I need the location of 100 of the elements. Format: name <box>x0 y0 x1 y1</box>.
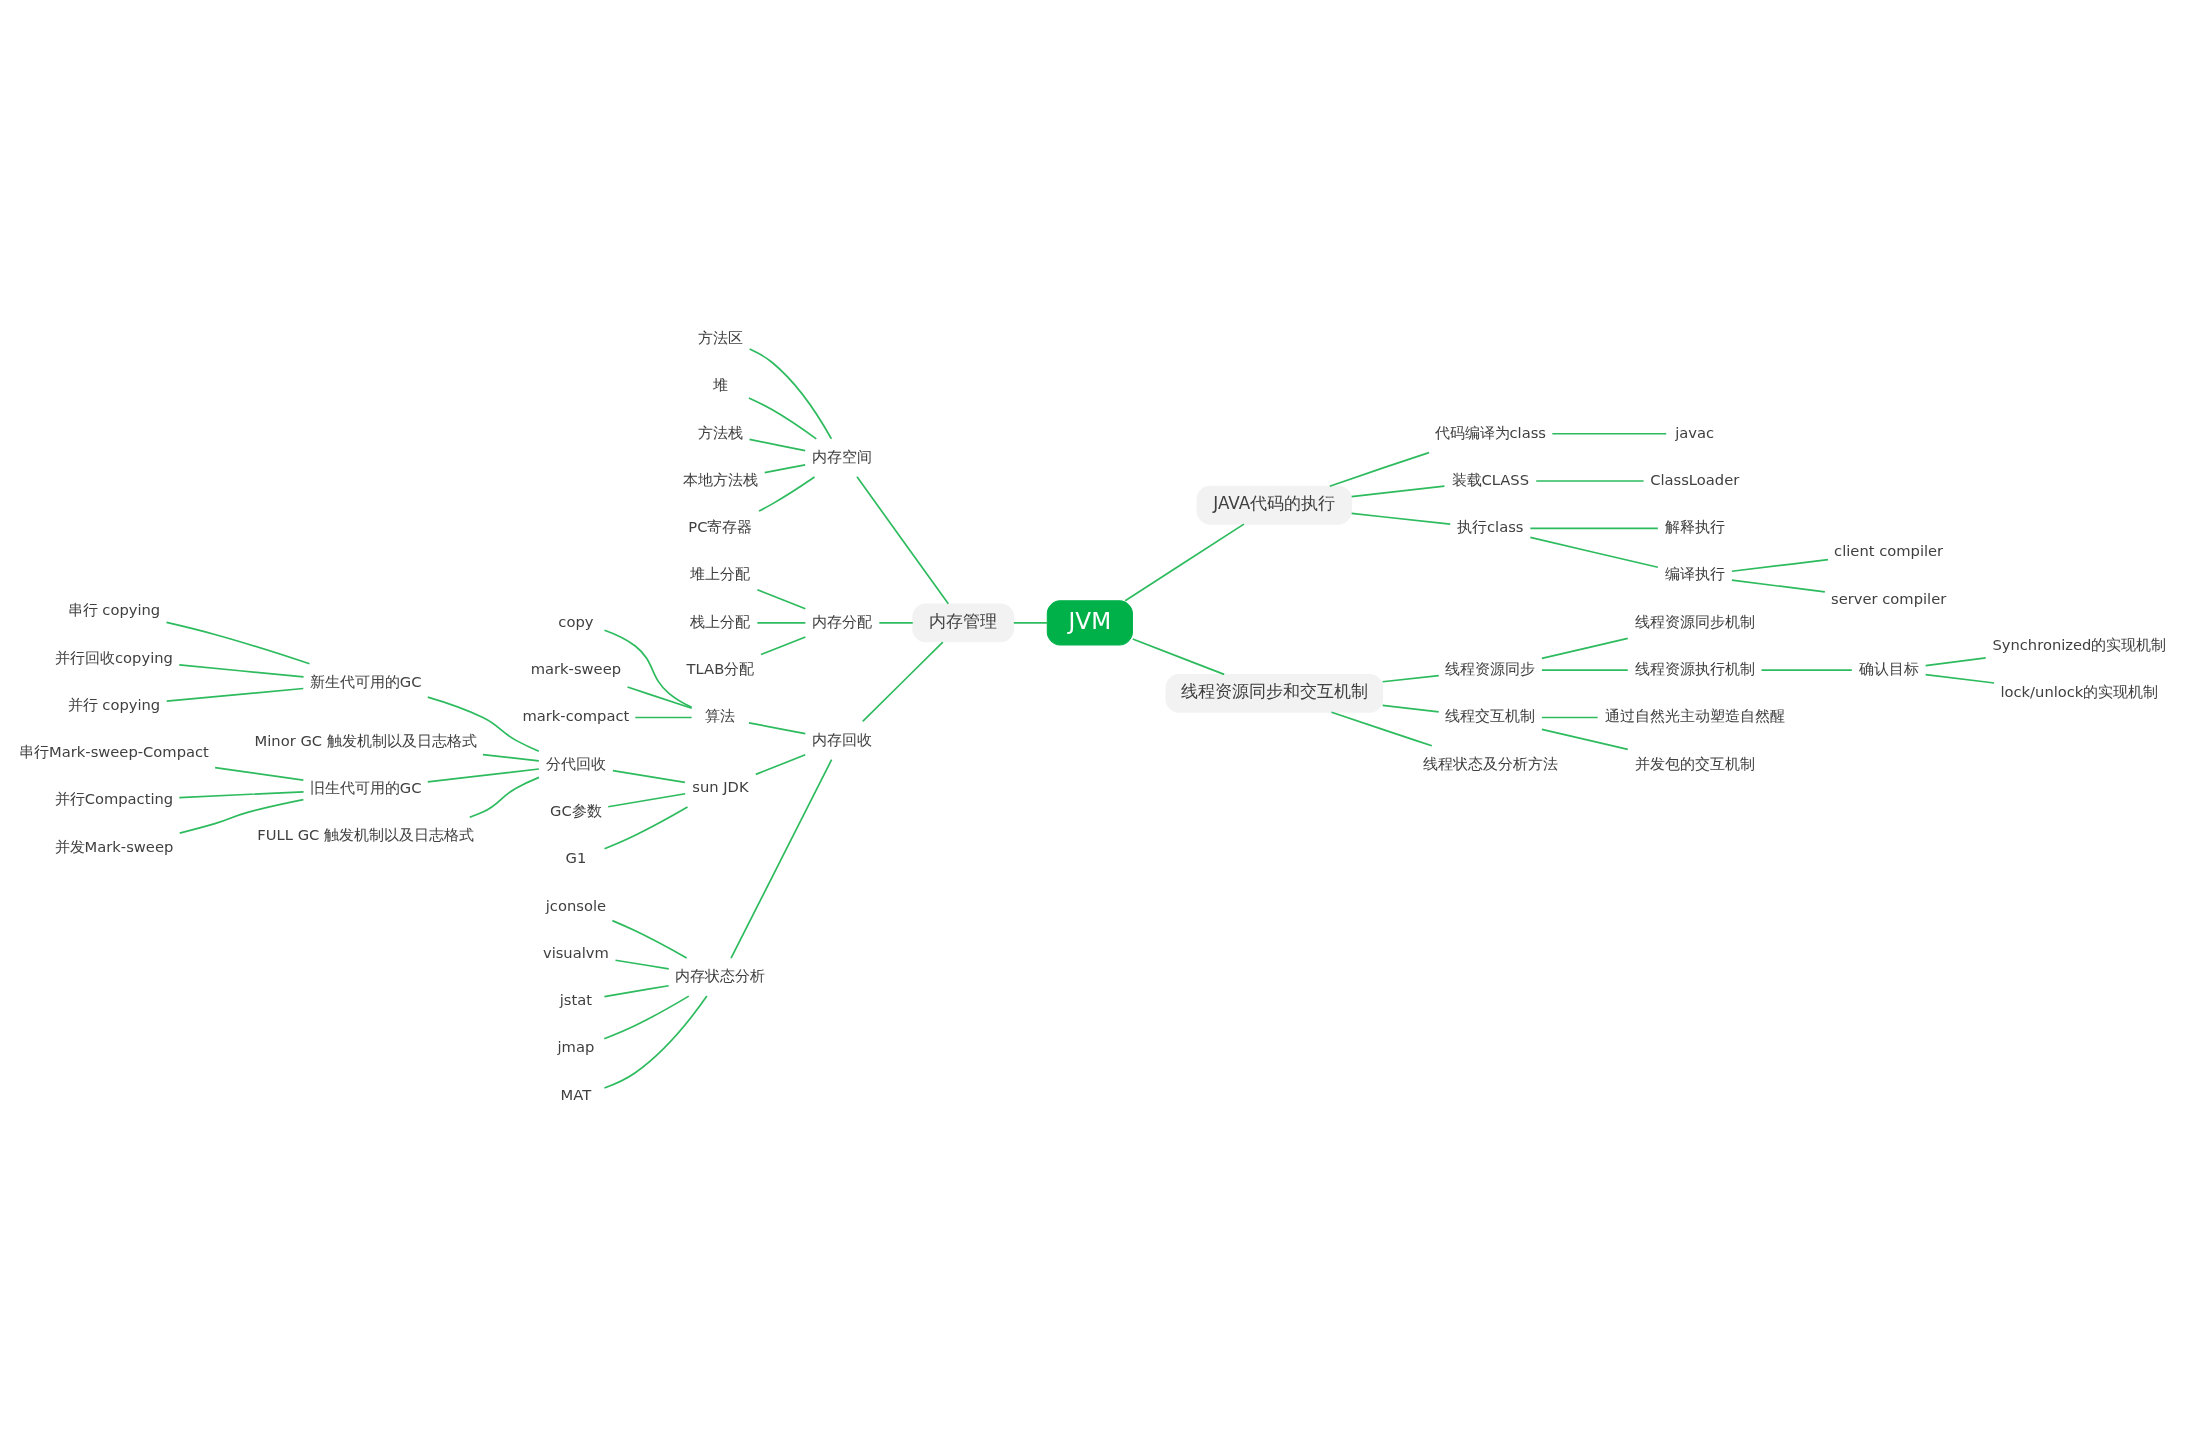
connector <box>612 769 686 783</box>
node-text: 线程资源同步 <box>1445 659 1536 677</box>
connector <box>861 640 944 722</box>
connector <box>748 721 807 734</box>
node-box: 内存管理 <box>912 602 1015 642</box>
node-text: 堆 <box>712 375 728 393</box>
connector <box>603 994 708 1089</box>
node-text: jmap <box>557 1037 595 1055</box>
node-text: FULL GC 触发机制以及日志格式 <box>257 825 474 843</box>
node-text: javac <box>1675 423 1715 441</box>
connector <box>1924 656 1987 666</box>
connector <box>603 984 670 997</box>
connector <box>165 687 305 702</box>
node-text: 线程交互机制 <box>1445 706 1536 724</box>
node-text: Minor GC 触发机制以及日志格式 <box>254 731 477 749</box>
connector <box>426 767 540 783</box>
connector <box>748 438 806 451</box>
connector <box>754 753 807 775</box>
connector <box>603 994 690 1039</box>
connector <box>756 621 807 624</box>
node-text: jconsole <box>545 896 607 914</box>
connector <box>603 805 689 850</box>
connector <box>1731 578 1826 593</box>
node-text: copy <box>558 612 594 630</box>
connector <box>1350 512 1452 525</box>
connector <box>634 716 693 718</box>
node-text: 并行回收copying <box>55 648 173 666</box>
node-text: 内存分配 <box>812 612 873 630</box>
connector <box>756 588 807 610</box>
node-text: 堆上分配 <box>690 565 751 582</box>
connector <box>1529 536 1659 568</box>
connector <box>607 792 686 808</box>
connector <box>730 758 833 959</box>
node-text: TLAB分配 <box>686 659 755 677</box>
connector <box>1924 673 1995 684</box>
connector <box>1124 522 1245 602</box>
node-text: 分代回收 <box>545 754 606 772</box>
node-text: PC寄存器 <box>688 517 753 535</box>
node-text: 线程状态及分析方法 <box>1422 754 1558 772</box>
connector <box>748 347 833 440</box>
connector <box>165 621 311 665</box>
connector <box>1551 432 1668 435</box>
connector <box>614 958 670 970</box>
node-text: 内存回收 <box>812 730 873 748</box>
node-text: 算法 <box>705 706 736 724</box>
connector <box>1328 451 1430 487</box>
connector <box>1529 526 1659 529</box>
node-box: JAVA代码的执行 <box>1196 485 1353 525</box>
node-text: 栈上分配 <box>690 612 751 630</box>
node-text: 内存状态分析 <box>675 966 766 984</box>
node-text: server compiler <box>1831 589 1947 607</box>
connector <box>1541 716 1599 718</box>
connector <box>214 766 305 781</box>
connector <box>178 790 305 798</box>
connector <box>758 475 816 512</box>
node-text: 并发包的交互机制 <box>1634 754 1755 772</box>
connector <box>1541 668 1629 671</box>
connector <box>1381 674 1440 683</box>
node-text: MAT <box>560 1085 592 1103</box>
node-text: visualvm <box>542 943 609 961</box>
node-text: mark-sweep <box>530 659 622 677</box>
node-text: 方法栈 <box>697 423 743 441</box>
node-text: 串行 copying <box>67 600 161 618</box>
node-text: 线程资源同步机制 <box>1634 612 1755 630</box>
node-text: 线程资源执行机制 <box>1634 659 1755 677</box>
node-text: 代码编译为class <box>1434 423 1547 441</box>
node-text: 内存空间 <box>812 447 873 465</box>
node-text: G1 <box>565 848 587 866</box>
connector <box>748 396 818 440</box>
connector <box>1541 727 1629 750</box>
connector <box>760 635 807 655</box>
node-text: 并行 copying <box>67 695 161 713</box>
connector <box>426 695 540 752</box>
node-text: 并发Mark-sweep <box>54 837 174 855</box>
node-text: 执行class <box>1457 517 1524 535</box>
node-text: 串行Mark-sweep-Compact <box>19 742 209 760</box>
connector <box>611 919 688 959</box>
node-text: ClassLoader <box>1650 470 1740 488</box>
node-text: Synchronized的实现机制 <box>1992 635 2167 653</box>
connector <box>603 628 693 708</box>
connector <box>878 621 914 624</box>
connector <box>626 685 693 709</box>
node-box: 线程资源同步和交互机制 <box>1165 673 1384 713</box>
connector <box>1535 479 1645 482</box>
node-text: jstat <box>559 990 593 1008</box>
node-text: 并行Compacting <box>54 789 174 807</box>
connector <box>482 753 540 762</box>
node-text: 通过自然光主动塑造自然醒 <box>1604 706 1785 724</box>
node-text: mark-compact <box>522 706 630 724</box>
connector <box>1760 668 1853 671</box>
connector <box>468 776 540 818</box>
node-text: 方法区 <box>697 328 743 346</box>
connector <box>1330 710 1433 747</box>
connector <box>856 475 950 605</box>
node-text: 编译执行 <box>1664 565 1725 582</box>
node-text: 新生代可用的GC <box>309 672 422 690</box>
connector <box>1541 636 1629 659</box>
node-text: sun JDK <box>692 777 749 795</box>
node-box: JVM <box>1046 599 1133 645</box>
connector <box>763 463 806 473</box>
